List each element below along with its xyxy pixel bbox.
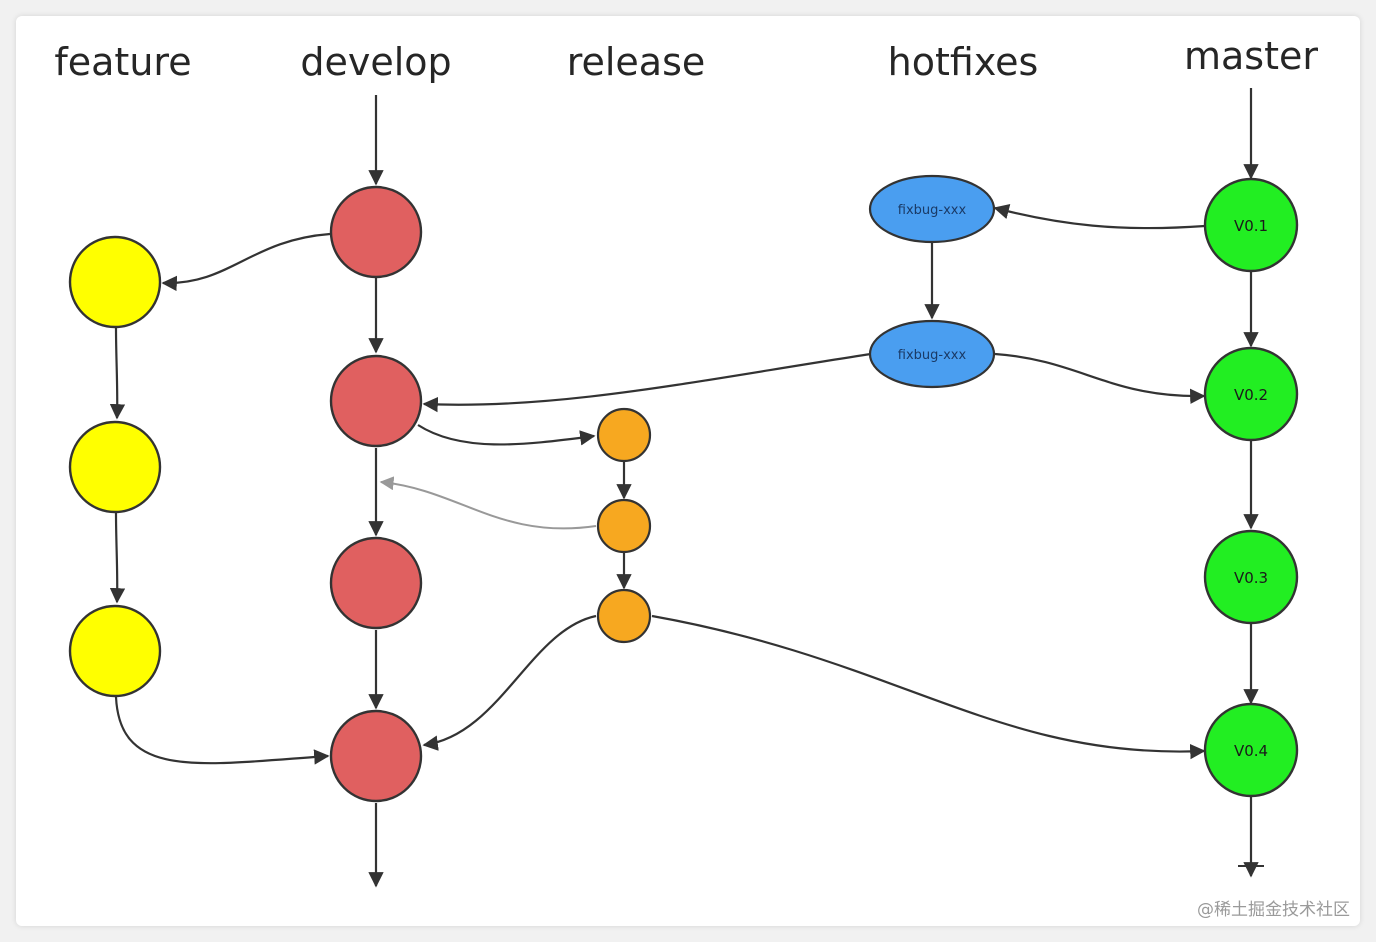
watermark: @稀土掘金技术社区 xyxy=(1197,900,1350,920)
master-node-v04 xyxy=(1203,702,1299,798)
develop-node-4 xyxy=(329,709,423,803)
feature-node-1 xyxy=(68,235,162,329)
master-node-v03-label: V0.3 xyxy=(1234,569,1268,587)
release-node-2 xyxy=(596,498,652,554)
lane-title-release: release xyxy=(567,40,706,84)
release-node-1 xyxy=(596,407,652,463)
master-node-v02 xyxy=(1203,346,1299,442)
hotfix-node-1 xyxy=(868,174,996,244)
feature-node-3 xyxy=(68,604,162,698)
release-nodes xyxy=(596,407,652,644)
edges xyxy=(109,88,1259,888)
master-nodes: V0.1 V0.2 V0.3 V0.4 xyxy=(1203,177,1299,798)
lane-title-hotfixes: hotfixes xyxy=(888,40,1039,84)
edge-develop-to-release xyxy=(417,424,596,446)
master-node-v01-label: V0.1 xyxy=(1234,217,1268,235)
edge-hotfix-to-develop xyxy=(422,352,872,413)
release-node-3 xyxy=(596,588,652,644)
master-node-v01 xyxy=(1203,177,1299,273)
master-node-v03 xyxy=(1203,529,1299,625)
master-node-v02-label: V0.2 xyxy=(1234,386,1268,404)
edge-master-to-hotfix xyxy=(993,204,1206,230)
develop-node-2 xyxy=(329,354,423,448)
edge-release-merge-back xyxy=(379,476,597,530)
develop-nodes xyxy=(329,185,423,803)
hotfix-node-2 xyxy=(868,319,996,389)
master-node-v04-label: V0.4 xyxy=(1234,742,1268,760)
diagram-card xyxy=(16,16,1360,926)
edge-feature-1-2 xyxy=(109,327,126,420)
lane-title-develop: develop xyxy=(300,40,451,84)
develop-node-1 xyxy=(329,185,423,279)
lane-title-master: master xyxy=(1184,34,1318,78)
edge-develop-to-feature xyxy=(161,232,331,292)
edge-feature-2-3 xyxy=(109,512,126,604)
edge-release-to-master xyxy=(651,614,1206,760)
hotfix-node-2-label: fixbug-xxx xyxy=(898,348,967,363)
hotfix-nodes: fixbug-xxx fixbug-xxx xyxy=(868,174,996,389)
lane-title-feature: feature xyxy=(54,40,191,84)
feature-nodes xyxy=(68,235,162,698)
hotfix-node-1-label: fixbug-xxx xyxy=(898,203,967,218)
edge-release-to-develop xyxy=(422,614,597,751)
edge-hotfix-to-master xyxy=(994,352,1206,404)
develop-node-3 xyxy=(329,536,423,630)
feature-node-2 xyxy=(68,420,162,514)
edge-feature-to-develop xyxy=(114,696,330,765)
